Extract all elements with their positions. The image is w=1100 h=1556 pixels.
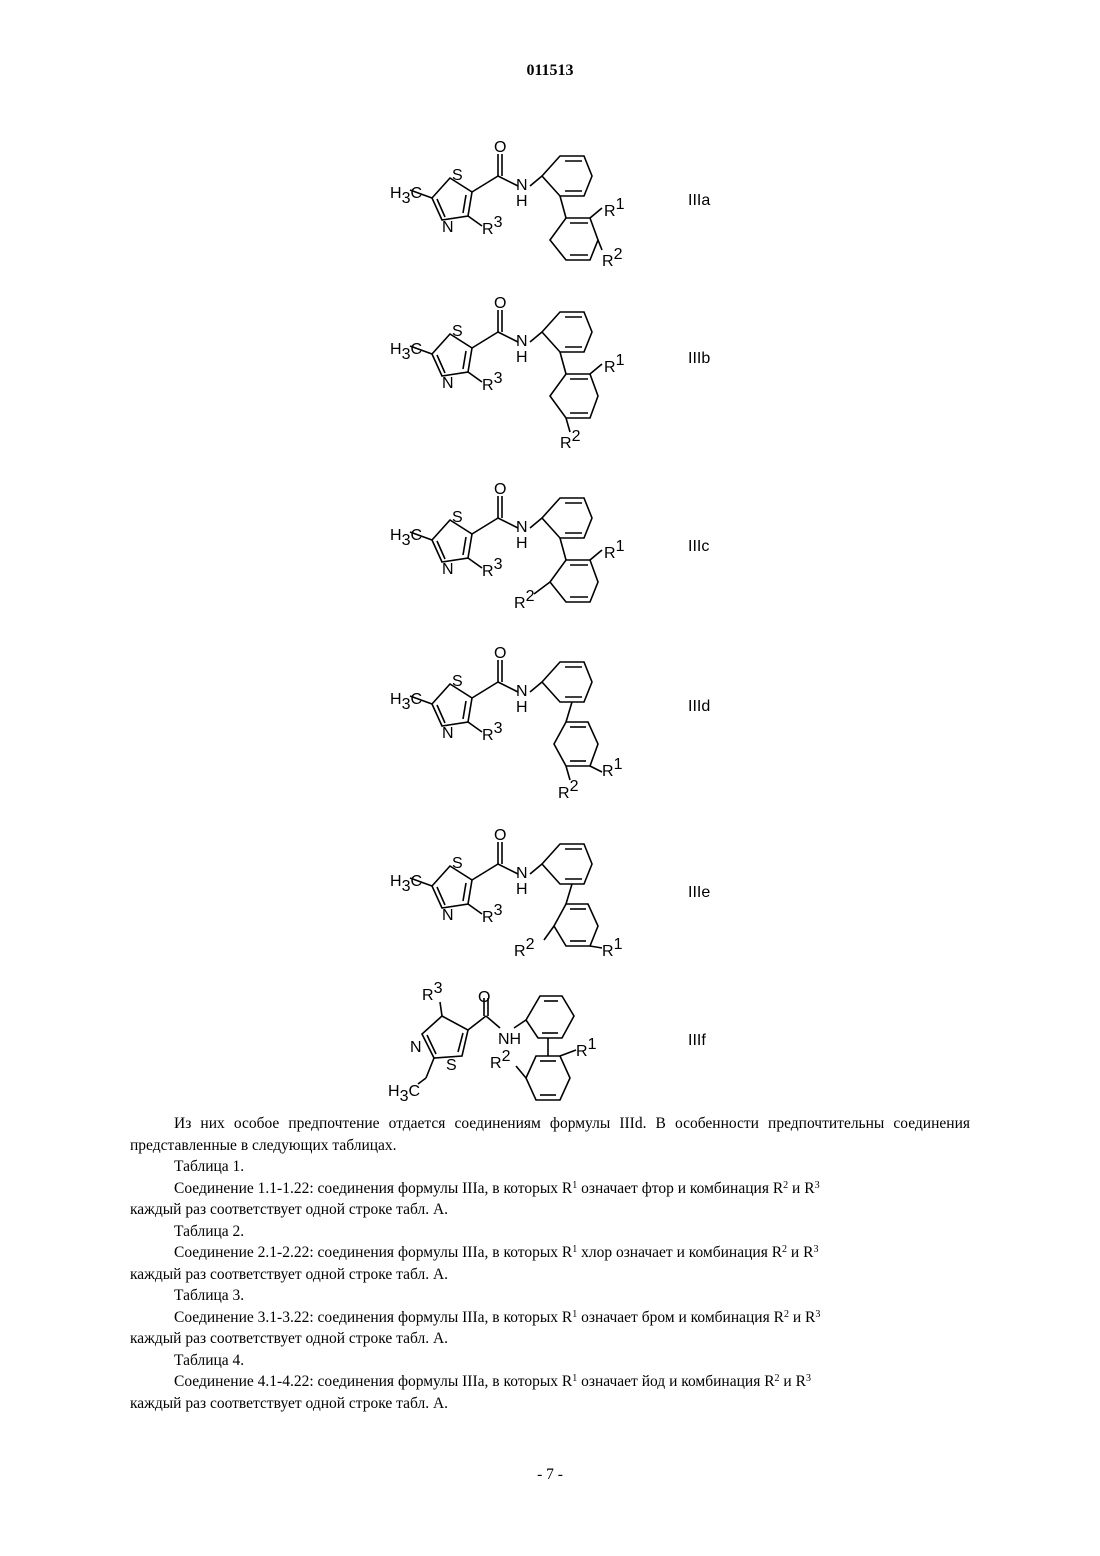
svg-text:R3: R3 [482, 370, 503, 394]
svg-text:S: S [452, 323, 463, 340]
svg-text:S: S [452, 673, 463, 690]
svg-text:R2: R2 [514, 588, 535, 612]
svg-text:H3C: H3C [390, 527, 422, 549]
table-4-title: Таблица 4. [130, 1350, 970, 1372]
svg-text:H3C: H3C [390, 873, 422, 895]
structure-IIIe: H3C S N O N H R3 R1 R2 [370, 828, 730, 968]
svg-text:S: S [452, 855, 463, 872]
svg-text:R3: R3 [482, 902, 503, 926]
svg-text:R1: R1 [604, 352, 625, 376]
svg-text:O: O [494, 295, 506, 312]
formula-IIId: H3C S N O N H R3 R1 R2 IIId [370, 646, 730, 806]
svg-text:O: O [494, 645, 506, 662]
svg-text:N: N [442, 561, 454, 578]
svg-text:N: N [516, 683, 528, 700]
formula-label-IIIb: IIIb [688, 350, 710, 368]
svg-text:H: H [516, 881, 528, 898]
svg-text:R1: R1 [576, 1036, 597, 1060]
nitrogen-atom: N [442, 219, 454, 236]
svg-text:N: N [516, 865, 528, 882]
svg-text:R1: R1 [604, 538, 625, 562]
r1-label: R1 [604, 196, 625, 220]
structure-IIId: H3C S N O N H R3 R1 R2 [370, 646, 730, 806]
svg-text:R3: R3 [422, 980, 443, 1004]
svg-text:N: N [516, 519, 528, 536]
document-number: 011513 [0, 62, 1100, 80]
svg-text:R2: R2 [514, 936, 535, 960]
formula-label-IIIc: IIIc [688, 538, 709, 556]
formula-label-IIIe: IIIe [688, 884, 710, 902]
amide-hydrogen: H [516, 193, 528, 210]
table-3-tail: каждый раз соответствует одной строке та… [130, 1328, 970, 1350]
svg-text:N: N [442, 907, 454, 924]
svg-text:R1: R1 [602, 936, 623, 960]
formula-label-IIId: IIId [688, 698, 710, 716]
svg-text:N: N [516, 333, 528, 350]
svg-text:S: S [452, 509, 463, 526]
formula-IIIa: H3C S N O N H R3 R1 R2 IIIa [370, 140, 730, 280]
svg-text:H: H [516, 699, 528, 716]
structure-IIIa: H3C S N O N H R3 R1 R2 [370, 140, 730, 280]
thiazole-ring [432, 178, 472, 220]
table-3-description: Соединение 3.1-3.22: соединения формулы … [130, 1307, 970, 1329]
svg-text:N: N [442, 725, 454, 742]
table-2-title: Таблица 2. [130, 1221, 970, 1243]
table-1-description: Соединение 1.1-1.22: соединения формулы … [130, 1178, 970, 1200]
table-3-title: Таблица 3. [130, 1285, 970, 1307]
svg-text:N: N [410, 1039, 422, 1056]
formula-IIIe: H3C S N O N H R3 R1 R2 IIIe [370, 828, 730, 968]
svg-text:S: S [446, 1057, 457, 1074]
r3-label: R3 [482, 214, 503, 238]
table-1-tail: каждый раз соответствует одной строке та… [130, 1199, 970, 1221]
structure-IIIf: R3 N S O NH R2 R1 H3C [370, 986, 730, 1110]
body-text: Из них особое предпочтение отдается соед… [130, 1113, 970, 1414]
svg-text:H3C: H3C [388, 1083, 420, 1105]
svg-text:O: O [494, 481, 506, 498]
svg-text:N: N [442, 375, 454, 392]
sulfur-atom: S [452, 167, 463, 184]
svg-text:NH: NH [498, 1031, 521, 1048]
structure-IIIb: H3C S N O N H R3 R1 R2 [370, 296, 730, 456]
svg-text:O: O [478, 989, 490, 1006]
table-2-description: Соединение 2.1-2.22: соединения формулы … [130, 1242, 970, 1264]
structure-IIIc: H3C S N O N H R3 R1 R2 [370, 482, 730, 622]
amide-nitrogen: N [516, 177, 528, 194]
svg-text:H: H [516, 535, 528, 552]
table-4-tail: каждый раз соответствует одной строке та… [130, 1393, 970, 1415]
table-1-title: Таблица 1. [130, 1156, 970, 1178]
svg-text:R3: R3 [482, 556, 503, 580]
table-4-description: Соединение 4.1-4.22: соединения формулы … [130, 1371, 970, 1393]
svg-text:H: H [516, 349, 528, 366]
oxygen-atom: O [494, 139, 506, 156]
methyl-label: H3C [390, 185, 422, 207]
table-2-tail: каждый раз соответствует одной строке та… [130, 1264, 970, 1286]
formula-label-IIIf: IIIf [688, 1032, 706, 1050]
formula-IIIc: H3C S N O N H R3 R1 R2 IIIc [370, 482, 730, 622]
formula-IIIb: H3C S N O N H R3 R1 R2 IIIb [370, 296, 730, 456]
svg-text:O: O [494, 827, 506, 844]
page-footer-number: - 7 - [0, 1466, 1100, 1484]
r2-label: R2 [602, 246, 623, 270]
svg-text:H3C: H3C [390, 341, 422, 363]
svg-text:R2: R2 [558, 778, 579, 802]
svg-text:R3: R3 [482, 720, 503, 744]
intro-paragraph: Из них особое предпочтение отдается соед… [130, 1113, 970, 1156]
formula-label-IIIa: IIIa [688, 192, 710, 210]
svg-text:R2: R2 [490, 1048, 511, 1072]
svg-text:H3C: H3C [390, 691, 422, 713]
formula-IIIf: R3 N S O NH R2 R1 H3C IIIf [370, 986, 730, 1110]
svg-text:R1: R1 [602, 756, 623, 780]
